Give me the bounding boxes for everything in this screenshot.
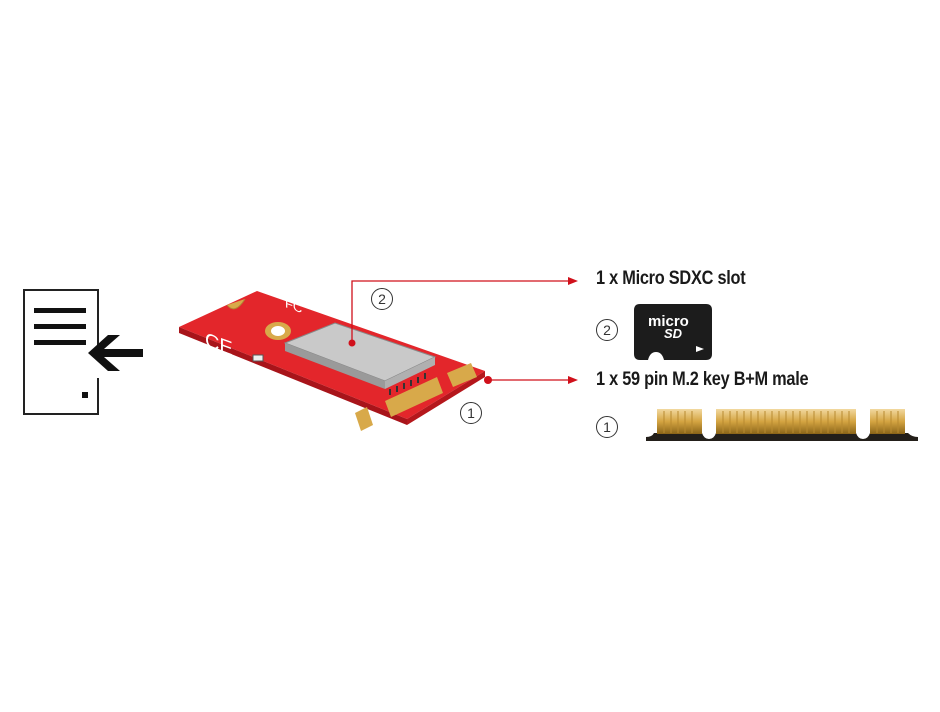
feature-number-sdxc: 2	[596, 319, 618, 341]
m2-card-image: CE FC	[175, 285, 495, 435]
callout-slot-number: 2	[371, 288, 393, 310]
feature-label-sdxc-slot: 1 x Micro SDXC slot	[596, 268, 746, 289]
host-insert-icon	[22, 288, 147, 416]
microsd-logo-bottom: SD	[664, 326, 683, 341]
feature-number-m2: 1	[596, 416, 618, 438]
callout-connector-number: 1	[460, 402, 482, 424]
svg-text:FC: FC	[285, 295, 303, 316]
m2-connector-icon	[646, 409, 918, 443]
feature-label-m2-connector: 1 x 59 pin M.2 key B+M male	[596, 369, 809, 390]
microsd-card-icon: micro SD	[634, 304, 712, 360]
microsd-logo-top: micro	[648, 313, 689, 330]
